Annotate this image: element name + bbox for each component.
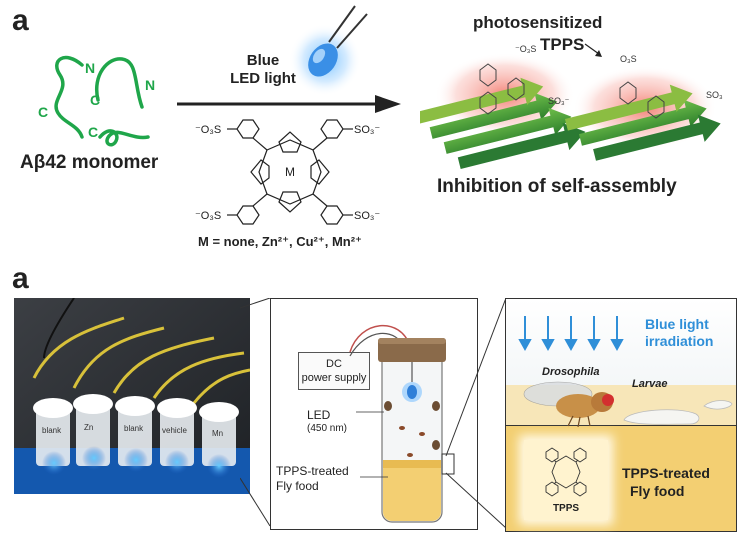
sulfonate-bottom-left: ⁻O₃S: [195, 210, 221, 222]
dc-power-supply-box: DC power supply: [298, 352, 370, 390]
tpps-small-structure: [545, 447, 587, 497]
led-label: LED: [307, 408, 331, 422]
arrow-label: Blue LED light: [218, 52, 308, 88]
led-icon: [289, 5, 368, 96]
blue-light-label: Blue light irradiation: [645, 316, 713, 350]
panel-letter-bottom: a: [12, 262, 29, 295]
dc-power-line2: power supply: [301, 372, 367, 384]
larvae-icon: [623, 400, 733, 425]
small-sulfonate-4: SO₃: [706, 90, 723, 100]
porphyrin-metal-center: M: [285, 165, 295, 179]
right-food-line1: TPPS-treated: [622, 465, 710, 481]
tube-label-4: vehicle: [162, 426, 187, 435]
fly-vial-photo: blank Zn blank vehicle Mn: [14, 298, 250, 494]
blue-light-arrows: [518, 316, 624, 352]
arrow-label-line1: Blue: [246, 52, 280, 69]
metal-label: M = none, Zn²⁺, Cu²⁺, Mn²⁺: [198, 234, 362, 249]
tpps-card-label: TPPS: [552, 503, 580, 514]
small-sulfonate-3: O₃S: [620, 54, 637, 64]
reaction-arrow: [177, 95, 401, 113]
terminal-c-2: C: [38, 104, 48, 120]
tpps-food-line1: TPPS-treated: [276, 464, 349, 478]
pointer-arrow-icon: [584, 43, 602, 57]
sulfonate-top-left: ⁻O₃S: [195, 124, 221, 136]
zoom-connector-right: [441, 298, 507, 529]
drosophila-icon: [523, 381, 614, 427]
inhibition-label: Inhibition of self-assembly: [437, 176, 677, 197]
blue-light-line2: irradiation: [645, 333, 714, 349]
drosophila-label: Drosophila: [542, 366, 600, 378]
terminal-c-3: C: [88, 124, 98, 140]
sulfonate-bottom-right: SO₃⁻: [354, 210, 380, 222]
tube-label-1: blank: [42, 426, 62, 435]
terminal-c-1: C: [90, 92, 100, 108]
abeta42-monomer-icon: N C N C C: [38, 55, 155, 147]
zoom-connector-left: [240, 298, 271, 527]
tpps-food-label: TPPS-treated Fly food: [276, 464, 349, 494]
led-wavelength: (450 nm): [307, 423, 348, 434]
inhibited-fibrils-illustration: ⁻O₃S SO₃⁻ O₃S SO₃: [420, 44, 723, 169]
tube-label-5: Mn: [212, 429, 223, 438]
larvae-label: Larvae: [632, 378, 668, 390]
right-food-line2: Fly food: [630, 483, 685, 499]
right-food-label: TPPS-treated Fly food: [622, 464, 710, 500]
tpps-porphyrin-structure: ⁻O₃S SO₃⁻ ⁻O₃S SO₃⁻ M: [195, 119, 380, 225]
photosensitized-label: photosensitized: [473, 13, 603, 32]
tube-label-3: blank: [124, 424, 144, 433]
photosensitized-tpps-label: TPPS: [540, 35, 585, 54]
tube-label-2: Zn: [84, 423, 93, 432]
dc-power-line1: DC: [326, 358, 342, 370]
small-sulfonate-1: ⁻O₃S: [515, 44, 536, 54]
vial-schematic-panel: [270, 298, 478, 530]
sulfonate-top-right: SO₃⁻: [354, 124, 380, 136]
blue-light-line1: Blue light: [645, 316, 709, 332]
monomer-label: Aβ42 monomer: [20, 152, 159, 173]
panel-letter-top: a: [12, 4, 29, 37]
tpps-molecule-card: [524, 440, 608, 520]
tpps-food-line2: Fly food: [276, 479, 319, 493]
small-sulfonate-2: SO₃⁻: [548, 96, 570, 106]
terminal-n-1: N: [85, 60, 95, 76]
terminal-n-2: N: [145, 77, 155, 93]
vial-schematic: [349, 324, 446, 523]
arrow-label-line2: LED light: [230, 70, 296, 87]
